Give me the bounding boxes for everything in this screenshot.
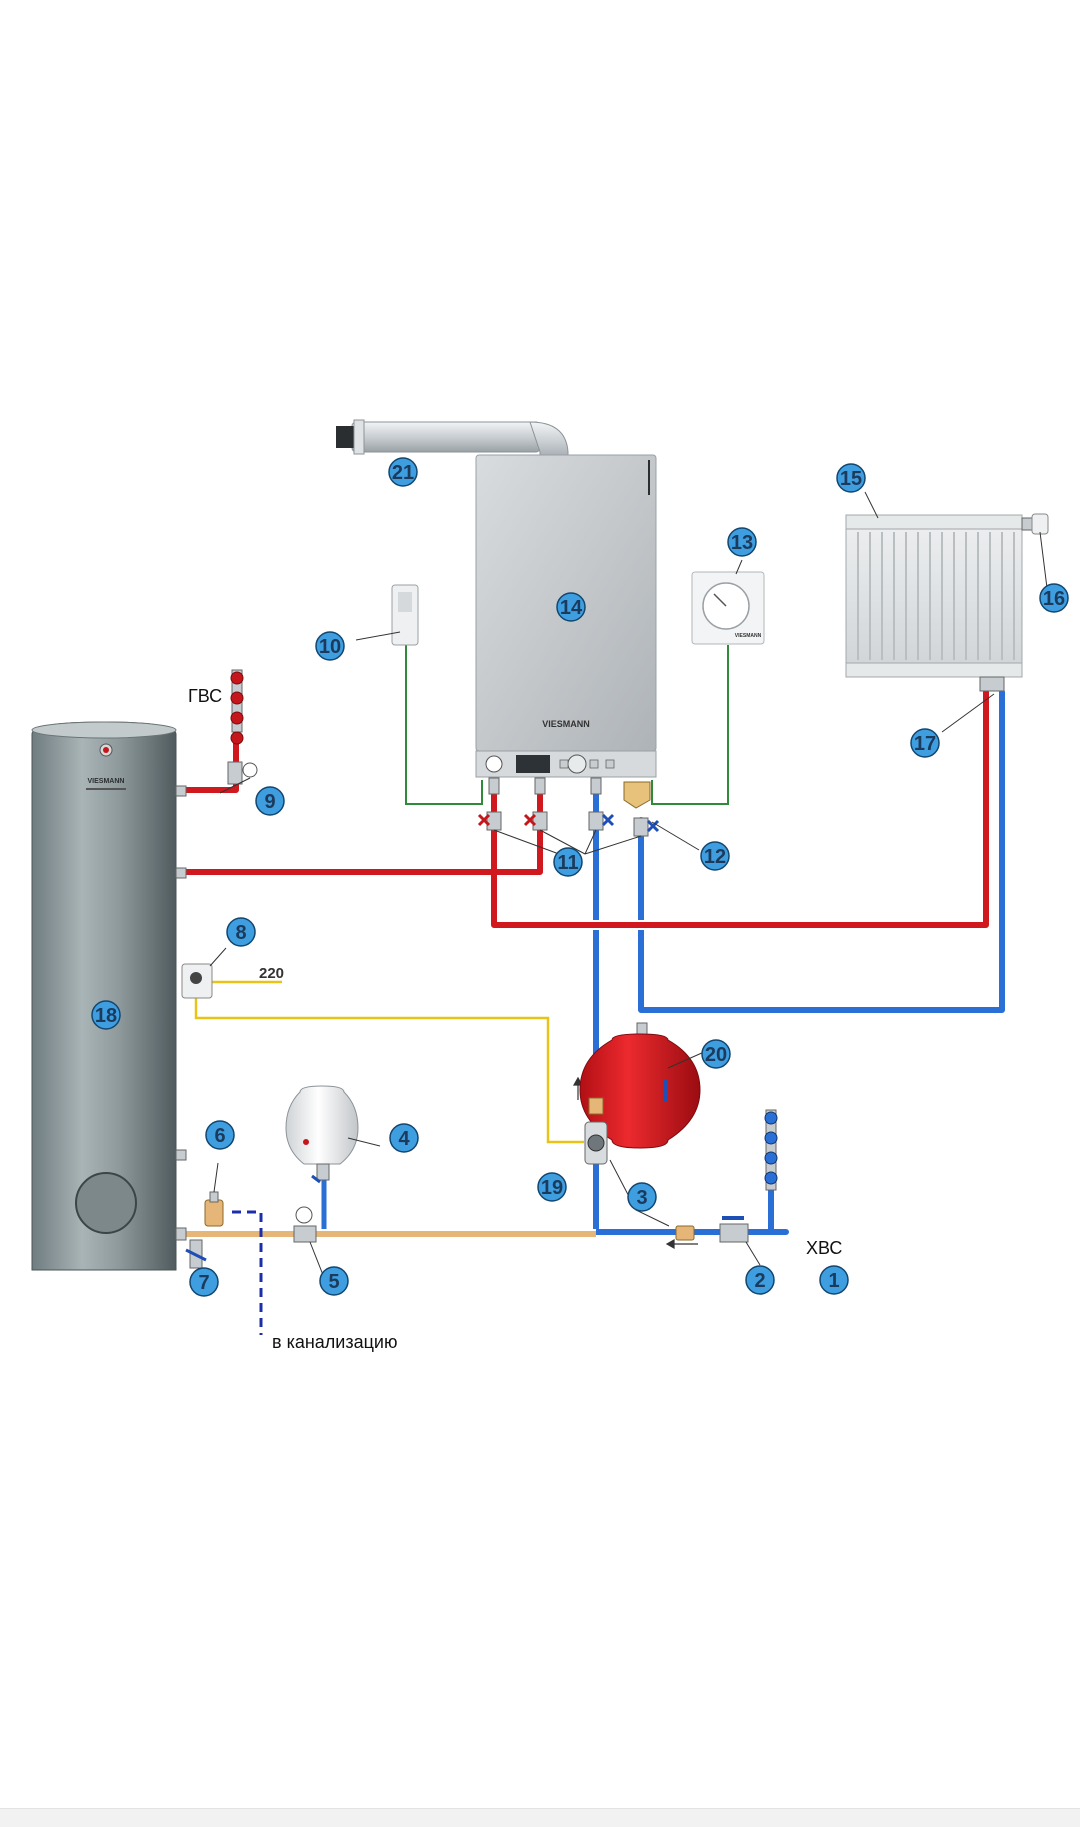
svg-text:20: 20 xyxy=(705,1044,727,1066)
gas-valve xyxy=(623,781,651,809)
svg-text:18: 18 xyxy=(95,1005,117,1027)
svg-text:5: 5 xyxy=(328,1271,339,1293)
callout-2: 2 xyxy=(745,1265,775,1295)
supply-pressure-gauge xyxy=(293,1206,317,1243)
valve-handle-blue-2[interactable] xyxy=(646,819,660,833)
gvs-label: ГВС xyxy=(188,686,222,706)
callout-16: 16 xyxy=(1039,583,1069,613)
callout-8: 8 xyxy=(226,917,256,947)
svg-text:2: 2 xyxy=(754,1270,765,1292)
water-heater-tank: VIESMANN xyxy=(31,721,187,1271)
callout-9: 9 xyxy=(255,786,285,816)
controller-box xyxy=(181,963,213,999)
svg-text:14: 14 xyxy=(560,597,583,619)
cold-manifold xyxy=(764,1109,778,1191)
svg-text:6: 6 xyxy=(214,1125,225,1147)
check-valve xyxy=(675,1225,695,1241)
callout-15: 15 xyxy=(836,463,866,493)
svg-text:8: 8 xyxy=(235,922,246,944)
circulation-pump xyxy=(584,1097,608,1165)
valve-handle-blue-1[interactable] xyxy=(601,813,615,827)
callout-6: 6 xyxy=(205,1120,235,1150)
radiator xyxy=(845,514,1023,692)
svg-text:9: 9 xyxy=(264,791,275,813)
svg-text:21: 21 xyxy=(392,462,414,484)
callout-7: 7 xyxy=(189,1267,219,1297)
svg-text:16: 16 xyxy=(1043,588,1065,610)
drain-line xyxy=(232,1210,263,1335)
outdoor-sensor xyxy=(391,584,419,646)
drain-label: в канализацию xyxy=(272,1332,397,1352)
svg-text:3: 3 xyxy=(636,1187,647,1209)
tank-brand: VIESMANN xyxy=(88,778,125,785)
power-wires xyxy=(194,980,584,1144)
svg-text:12: 12 xyxy=(704,846,726,868)
drain-valve xyxy=(185,1239,207,1269)
svg-text:1: 1 xyxy=(828,1270,839,1292)
svg-text:19: 19 xyxy=(541,1177,563,1199)
bottom-edge-bar xyxy=(0,1808,1080,1827)
thermostat-brand: VIESMANN xyxy=(735,633,762,639)
svg-text:11: 11 xyxy=(557,852,578,874)
callout-11: 11 xyxy=(553,847,583,877)
expansion-vessel-dhw xyxy=(285,1085,359,1184)
valve-handle-red-1[interactable] xyxy=(477,813,491,827)
svg-text:13: 13 xyxy=(731,532,753,554)
valve-handle-red-2[interactable] xyxy=(523,813,537,827)
thermostatic-head xyxy=(1021,513,1049,535)
callout-19: 19 xyxy=(537,1172,567,1202)
callouts: 1 2 3 4 5 6 7 8 9 10 11 12 13 14 15 16 1… xyxy=(91,457,1069,1297)
callout-21: 21 xyxy=(388,457,418,487)
callout-1: 1 xyxy=(819,1265,849,1295)
room-thermostat: VIESMANN xyxy=(691,571,765,645)
callout-3: 3 xyxy=(627,1182,657,1212)
voltage-label: 220 xyxy=(259,965,284,982)
inlet-ball-valve xyxy=(719,1216,749,1243)
cold-pipes xyxy=(319,687,1007,1237)
callout-10: 10 xyxy=(315,631,345,661)
dhw-manifold-taps xyxy=(230,671,244,745)
boiler-brand: VIESMANN xyxy=(542,719,590,729)
pressure-gauge xyxy=(485,755,503,773)
safety-valve xyxy=(204,1191,224,1227)
callout-18: 18 xyxy=(91,1000,121,1030)
callout-4: 4 xyxy=(389,1123,419,1153)
boiler-knob[interactable] xyxy=(567,754,587,774)
svg-text:4: 4 xyxy=(398,1128,410,1150)
callout-14: 14 xyxy=(556,592,586,622)
callout-20: 20 xyxy=(701,1039,731,1069)
flue-pipe xyxy=(336,419,569,463)
svg-text:15: 15 xyxy=(840,468,862,490)
expansion-vessel-heating xyxy=(579,1022,701,1149)
callout-12: 12 xyxy=(700,841,730,871)
dhw-manifold xyxy=(227,669,258,785)
callout-leaders xyxy=(197,491,1048,1281)
boiler-display xyxy=(516,755,550,773)
tank-inspection-flange xyxy=(75,1172,137,1234)
hvs-label: ХВС xyxy=(806,1238,842,1258)
signal-wires xyxy=(405,644,729,805)
svg-text:7: 7 xyxy=(198,1272,209,1294)
callout-13: 13 xyxy=(727,527,757,557)
svg-text:10: 10 xyxy=(319,636,341,658)
cold-manifold-taps xyxy=(764,1111,778,1185)
callout-17: 17 xyxy=(910,728,940,758)
svg-text:17: 17 xyxy=(914,733,936,755)
callout-5: 5 xyxy=(319,1266,349,1296)
dhw-thermometer xyxy=(242,762,258,778)
